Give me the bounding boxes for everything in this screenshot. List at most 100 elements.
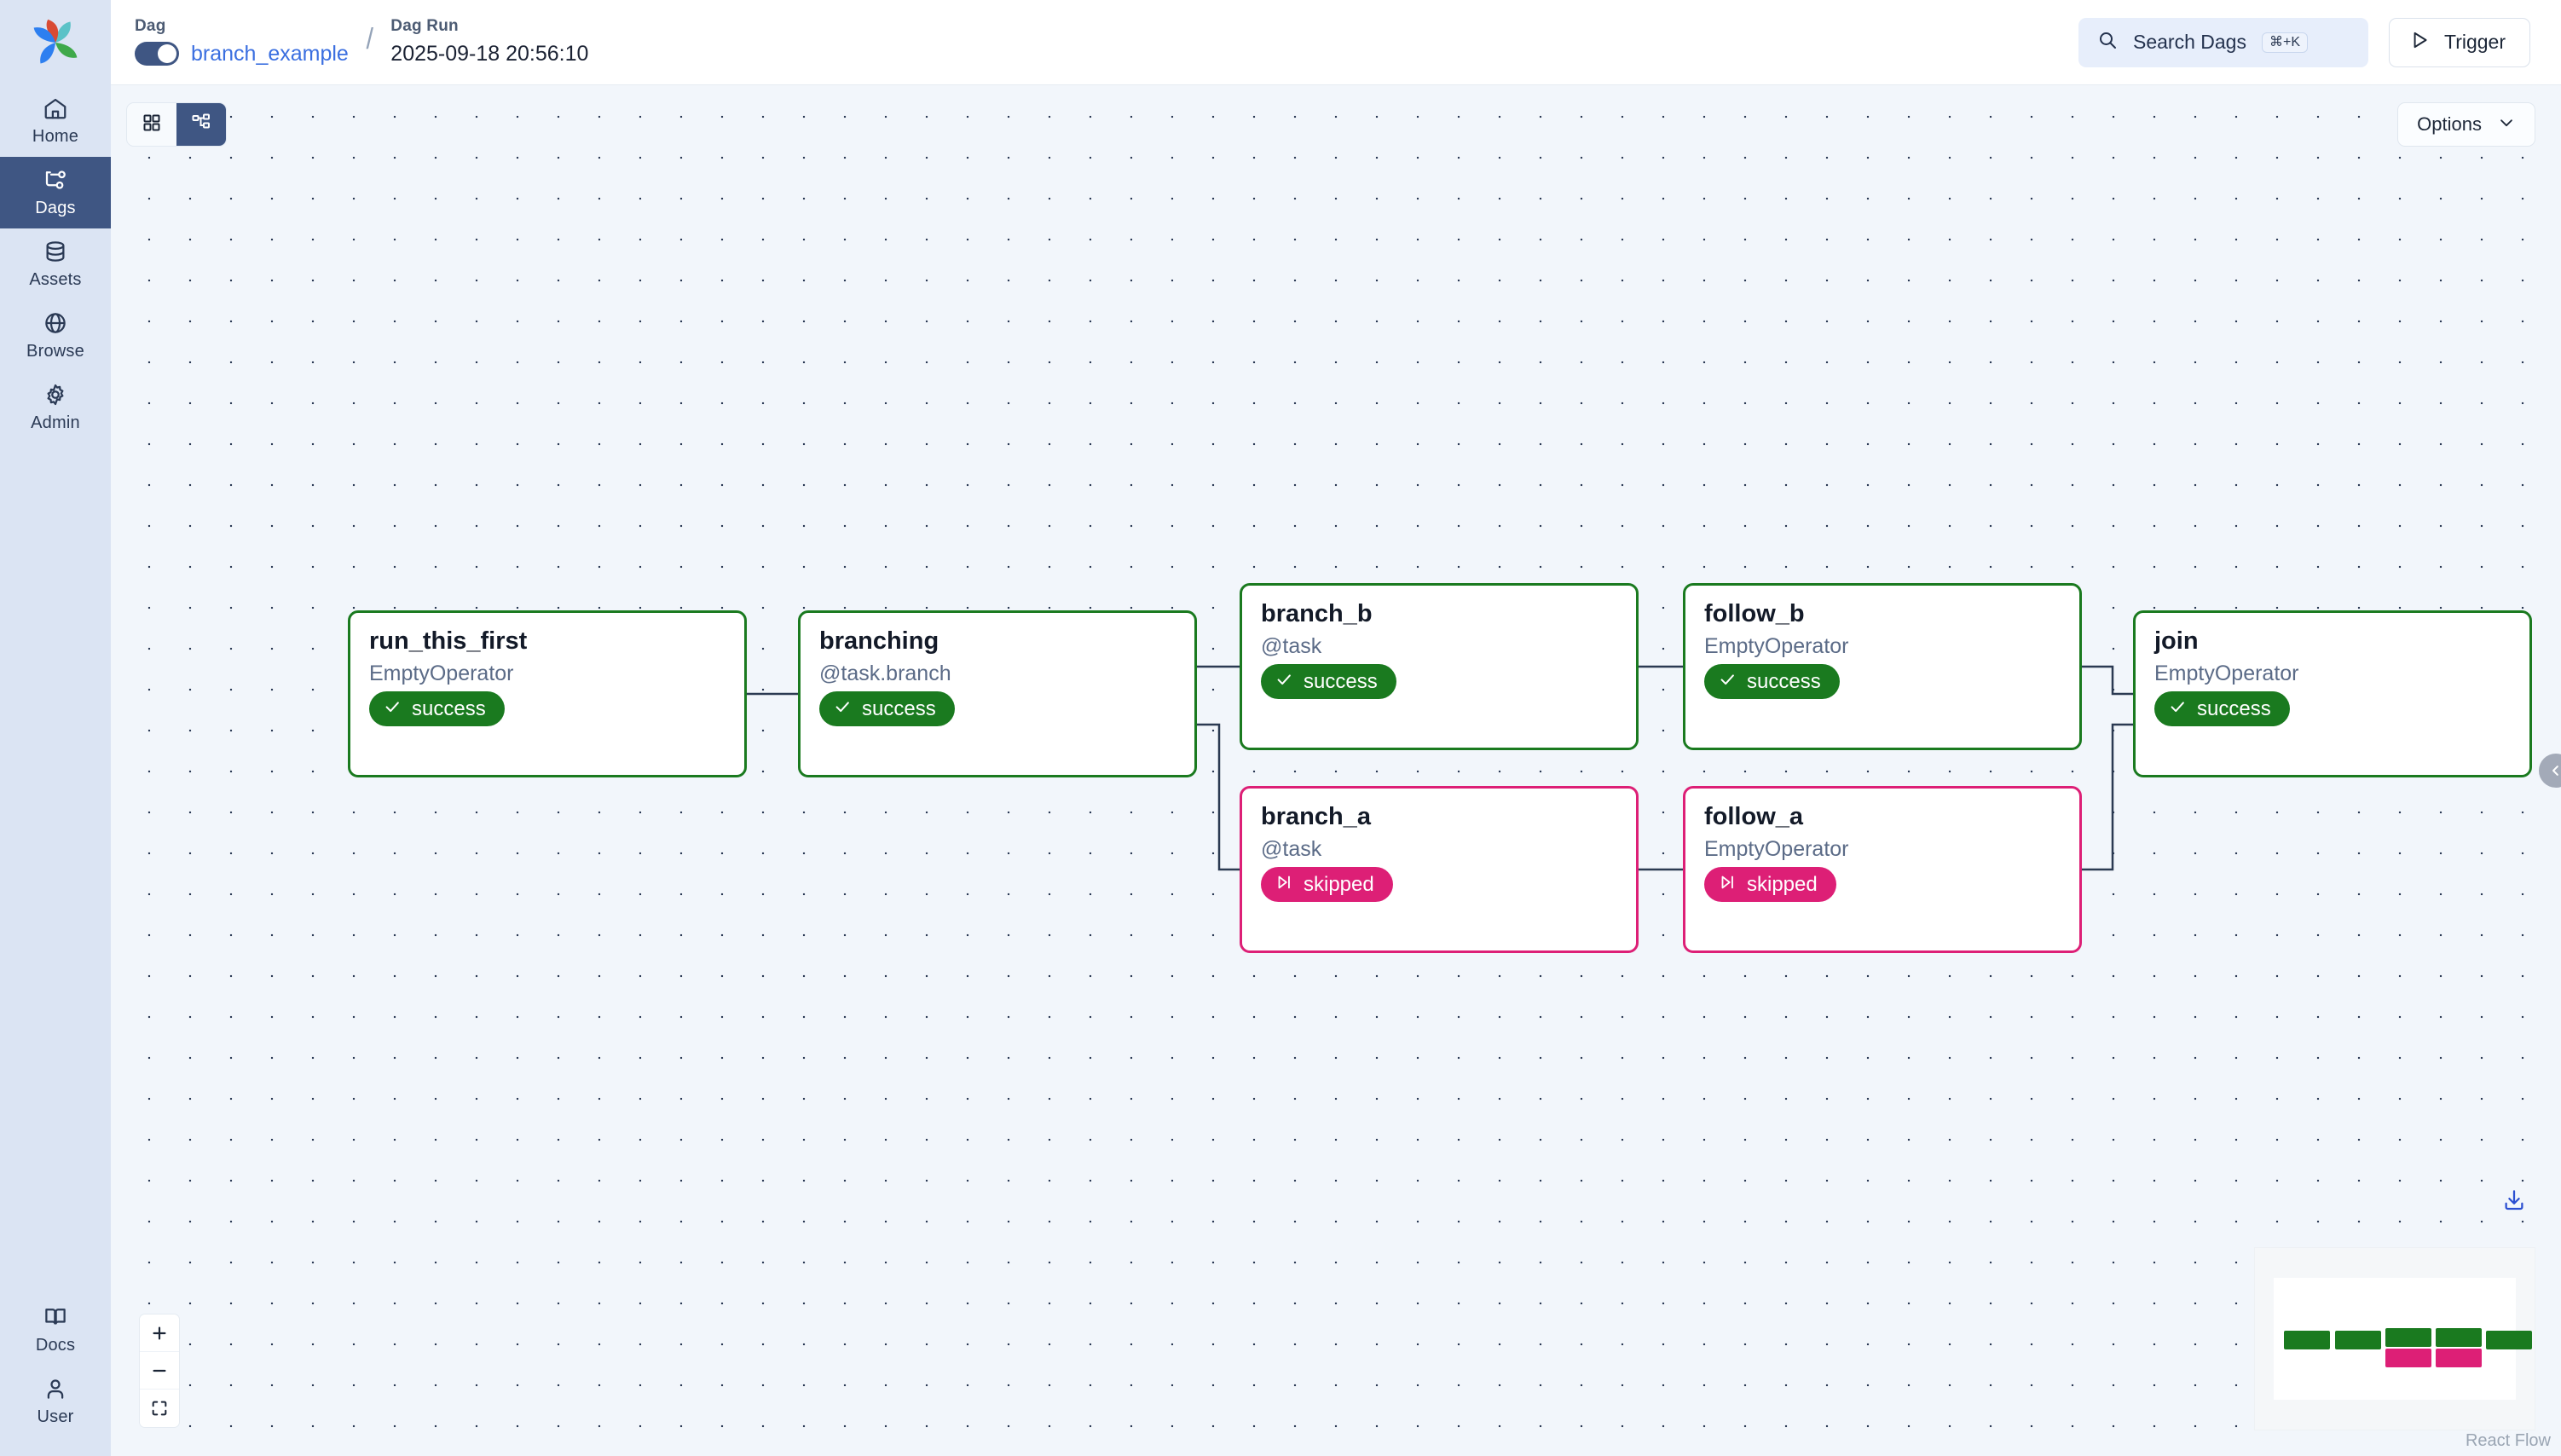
fit-view-icon <box>152 1401 167 1416</box>
sidebar-item-assets[interactable]: Assets <box>0 228 111 300</box>
edge-follow_a-join <box>2082 723 2133 871</box>
options-label: Options <box>2417 113 2482 135</box>
grid-view-button[interactable] <box>127 103 176 146</box>
dag-pause-toggle[interactable] <box>135 42 179 66</box>
home-icon <box>43 95 68 121</box>
status-badge-label: success <box>862 696 936 720</box>
zoom-in-button[interactable] <box>140 1314 179 1352</box>
task-node-branch_b[interactable]: branch_b @task success <box>1240 583 1639 750</box>
task-node-type: EmptyOperator <box>369 661 514 685</box>
sidebar-item-label: Dags <box>35 199 76 217</box>
sidebar-item-dags[interactable]: Dags <box>0 157 111 228</box>
trigger-label: Trigger <box>2444 31 2506 53</box>
task-node-type: EmptyOperator <box>2154 661 2299 685</box>
sidebar-item-browse[interactable]: Browse <box>0 300 111 372</box>
grid-icon <box>142 113 162 137</box>
sidebar-nav-top: Home Dags Assets <box>0 85 111 443</box>
trigger-button[interactable]: Trigger <box>2389 17 2530 67</box>
minimap-node <box>2436 1349 2482 1367</box>
minimap-viewport <box>2274 1278 2532 1400</box>
status-badge-label: success <box>1747 669 1821 693</box>
download-button[interactable] <box>2501 1187 2527 1217</box>
sidebar-item-label: User <box>37 1407 74 1426</box>
minimap-node <box>2385 1328 2431 1347</box>
task-node-type: EmptyOperator <box>1704 633 1849 658</box>
breadcrumb-dagrun-label: Dag Run <box>390 17 459 35</box>
check-icon <box>2168 697 2187 720</box>
status-badge: success <box>1261 664 1396 700</box>
sidebar-item-label: Admin <box>31 413 80 432</box>
minimap-node <box>2486 1331 2532 1349</box>
breadcrumb-dag: Dag branch_example <box>135 17 349 67</box>
airflow-logo[interactable] <box>0 0 111 85</box>
check-icon <box>383 697 402 720</box>
globe-icon <box>43 310 68 336</box>
download-icon <box>2505 1190 2523 1210</box>
minimap-node <box>2385 1349 2431 1367</box>
user-icon <box>43 1376 68 1401</box>
task-node-run_this_first[interactable]: run_this_first EmptyOperator success <box>348 610 747 777</box>
sidebar-item-label: Docs <box>35 1336 76 1355</box>
check-icon <box>1275 670 1293 693</box>
status-badge: skipped <box>1261 867 1393 903</box>
task-node-title: follow_b <box>1704 600 1805 627</box>
search-shortcut-badge: ⌘+K <box>2261 32 2308 53</box>
check-icon <box>1718 670 1737 693</box>
status-badge-label: skipped <box>1304 872 1374 896</box>
breadcrumb: Dag branch_example / Dag Run 2025-09-18 … <box>135 17 588 67</box>
task-node-branching[interactable]: branching @task.branch success <box>798 610 1197 777</box>
sidebar-item-user[interactable]: User <box>0 1366 111 1437</box>
task-node-type: @task <box>1261 836 1322 861</box>
graph-icon <box>191 113 211 137</box>
sidebar-item-admin[interactable]: Admin <box>0 372 111 443</box>
breadcrumb-dagrun-value: 2025-09-18 20:56:10 <box>390 41 589 66</box>
task-node-follow_b[interactable]: follow_b EmptyOperator success <box>1683 583 2082 750</box>
task-node-title: join <box>2154 627 2199 655</box>
status-badge-label: success <box>1304 669 1378 693</box>
breadcrumb-separator: / <box>366 23 373 55</box>
search-dags-button[interactable]: Search Dags ⌘+K <box>2078 17 2368 67</box>
view-toggle-group <box>126 102 227 147</box>
task-node-join[interactable]: join EmptyOperator success <box>2133 610 2532 777</box>
play-icon <box>2408 29 2431 55</box>
task-node-follow_a[interactable]: follow_a EmptyOperator skipped <box>1683 786 2082 953</box>
minus-icon <box>153 1369 166 1372</box>
chevron-down-icon <box>2497 113 2516 136</box>
sidebar: Home Dags Assets <box>0 0 111 1456</box>
options-button[interactable]: Options <box>2397 102 2535 147</box>
status-badge-label: skipped <box>1747 872 1818 896</box>
panel-collapse-handle[interactable] <box>2539 754 2561 788</box>
graph-toolbar: Options <box>111 102 2561 147</box>
sidebar-item-label: Home <box>32 127 79 146</box>
minimap[interactable] <box>2254 1247 2535 1430</box>
graph-canvas[interactable]: Options <box>111 85 2561 1456</box>
sidebar-nav-bottom: Docs User <box>0 1294 111 1437</box>
graph-edges <box>747 665 2133 871</box>
task-node-type: EmptyOperator <box>1704 836 1849 861</box>
react-flow-attribution[interactable]: React Flow <box>2465 1431 2551 1450</box>
dag-icon <box>43 167 68 193</box>
breadcrumb-dagrun: Dag Run 2025-09-18 20:56:10 <box>390 17 588 67</box>
breadcrumb-dag-link[interactable]: branch_example <box>191 41 349 66</box>
status-badge: success <box>369 691 505 727</box>
graph-view-button[interactable] <box>176 103 226 146</box>
minimap-node <box>2335 1331 2381 1349</box>
task-node-title: branching <box>819 627 939 655</box>
fit-view-button[interactable] <box>140 1390 179 1427</box>
main-area: Dag branch_example / Dag Run 2025-09-18 … <box>111 0 2561 1456</box>
plus-icon <box>153 1326 166 1340</box>
header-actions: Search Dags ⌘+K Trigger <box>2078 17 2530 67</box>
minimap-node <box>2436 1328 2482 1347</box>
status-badge-label: success <box>412 696 486 720</box>
task-node-branch_a[interactable]: branch_a @task skipped <box>1240 786 1639 953</box>
airflow-pinwheel-logo <box>33 19 78 64</box>
zoom-out-button[interactable] <box>140 1352 179 1390</box>
task-node-title: branch_b <box>1261 600 1373 627</box>
search-dags-label: Search Dags <box>2133 31 2246 53</box>
status-badge: skipped <box>1704 867 1836 903</box>
zoom-controls <box>140 1314 179 1427</box>
database-icon <box>43 239 68 264</box>
sidebar-item-home[interactable]: Home <box>0 85 111 157</box>
sidebar-item-docs[interactable]: Docs <box>0 1294 111 1366</box>
dag-graph: run_this_first EmptyOperator success bra… <box>111 85 2561 1456</box>
